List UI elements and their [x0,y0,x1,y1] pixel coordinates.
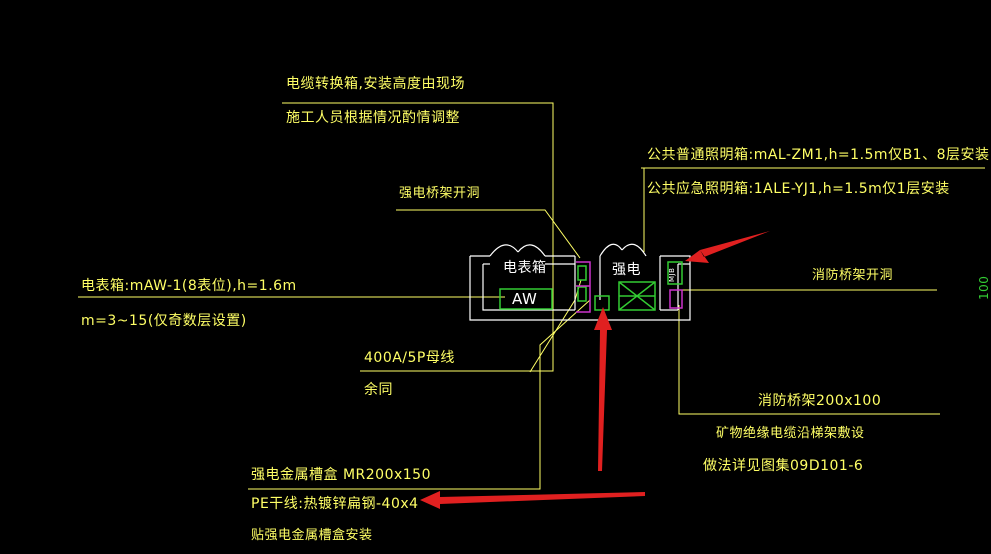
lighting-label-1: 公共普通照明箱:mAL-ZM1,h=1.5m仅B1、8层安装 [647,147,990,163]
lighting-label-2: 公共应急照明箱:1ALE-YJ1,h=1.5m仅1层安装 [647,181,950,197]
edge-dimension: 100 [977,275,991,300]
leader-fire-tray [678,305,940,415]
leader-trunk [248,299,591,490]
mineral-cable-label-2: 做法详见图集09D101-6 [703,458,864,474]
arrow-trunk [594,307,612,471]
cable-box-label-2: 施工人员根据情况酌情调整 [286,110,460,126]
busbar-label-2: 余同 [364,382,393,398]
aw-box [499,288,553,310]
arrow-lighting [685,231,770,263]
leader-tray-opening [396,209,581,259]
trunk-label-3: 贴强电金属槽盒安装 [251,528,373,543]
outer-wall [469,255,691,321]
cable-box-b [577,286,587,302]
cable-box-a [577,265,587,281]
tray-opening-label: 强电桥架开洞 [399,186,481,201]
annotation-arrows [420,231,770,509]
equipment [499,261,683,311]
meter-box-label-1: 电表箱:mAW-1(8表位),h=1.6m [81,278,297,294]
leader-busbar [529,279,582,373]
trunk-label-2: PE干线:热镀锌扁钢-40x4 [251,496,419,512]
meter-box-label-2: m=3~15(仅奇数层设置) [81,313,247,329]
inner-wall [482,264,575,311]
room-power-label: 强电 [612,262,641,278]
conduits [576,261,683,313]
cable-box-label-1: 电缆转换箱,安装高度由现场 [286,76,465,92]
arrow-pe [420,491,645,509]
leader-cable-box [282,102,554,372]
aw-box-label: AW [512,290,538,308]
leader-lines [78,102,985,490]
trunk-label-1: 强电金属槽盒 MR200x150 [251,467,431,483]
mjb-box-label: MJB [668,267,676,282]
mineral-cable-label-1: 矿物绝缘电缆沿梯架敷设 [716,426,865,441]
room-meter-label: 电表箱 [503,260,547,276]
shaft-walls [469,243,691,321]
mjb-box [667,261,683,285]
fire-tray-label: 消防桥架200x100 [758,393,882,409]
busbar-label-1: 400A/5P母线 [364,350,455,366]
fire-tray-opening-label: 消防桥架开洞 [812,268,894,283]
